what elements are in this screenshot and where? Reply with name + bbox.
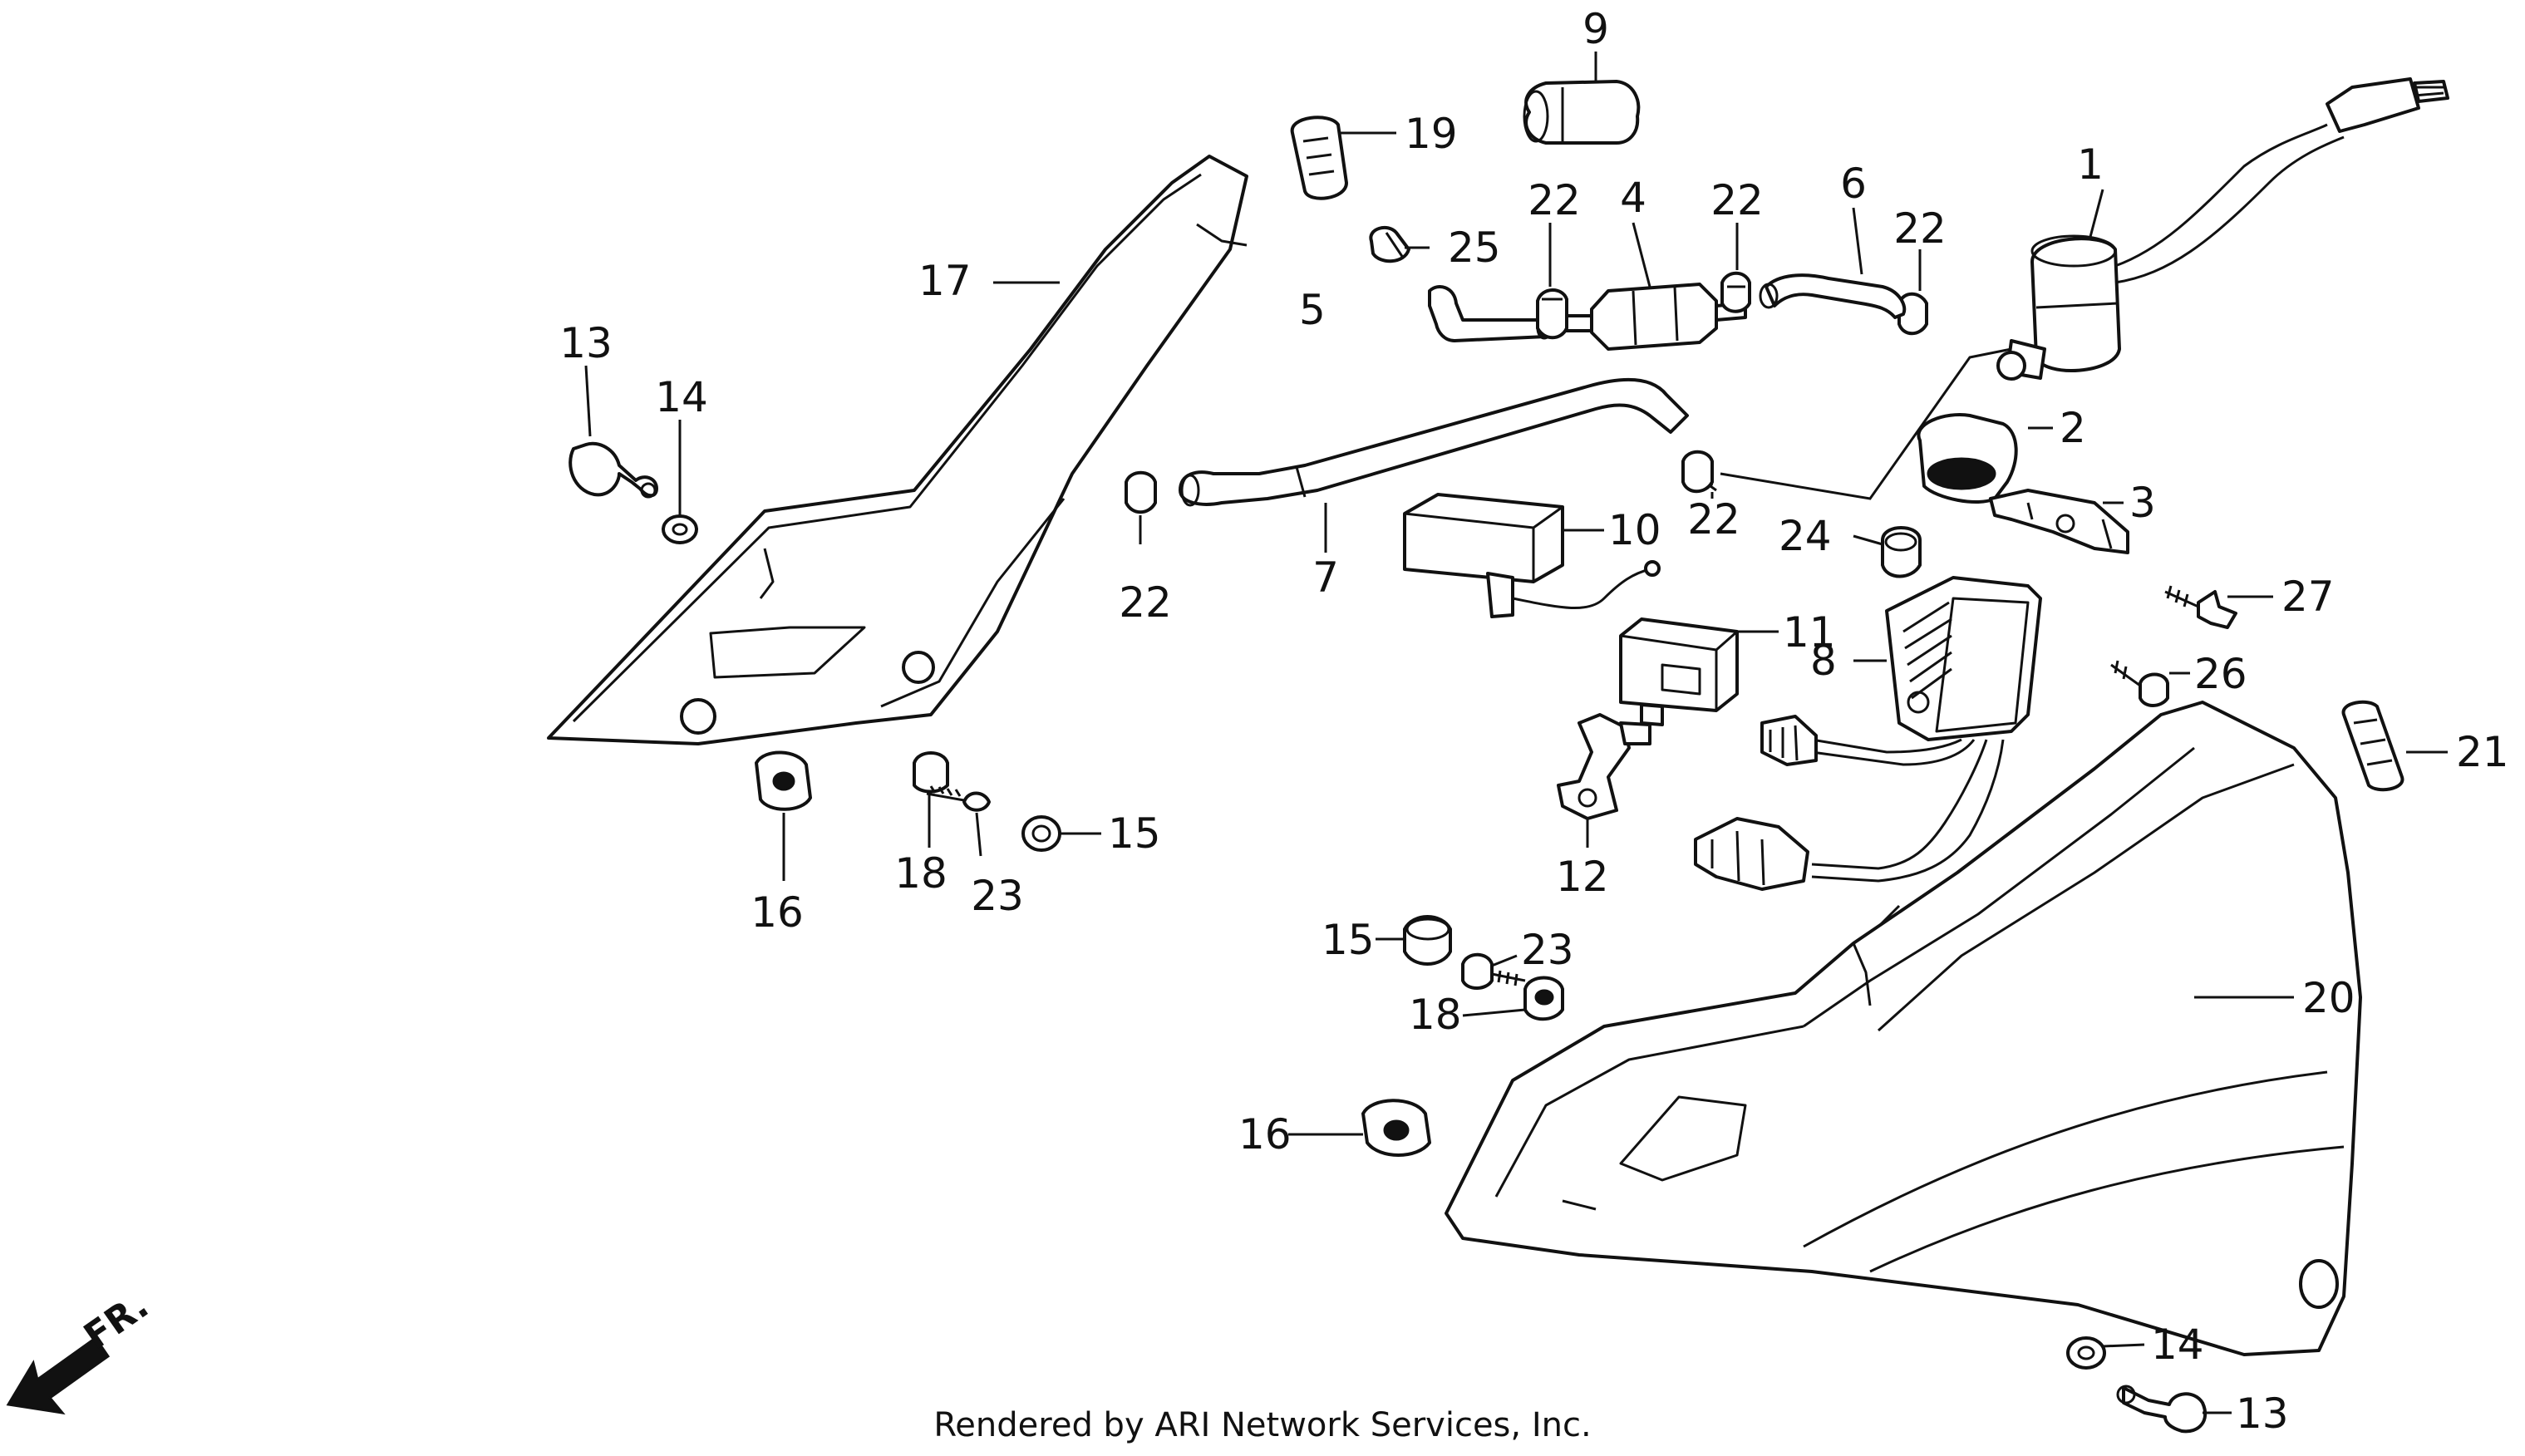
callout-26: 26 xyxy=(2194,650,2247,698)
part-2-cap[interactable] xyxy=(1917,413,2018,504)
callout-18-mid: 18 xyxy=(1409,991,1462,1039)
callout-14-right: 14 xyxy=(2151,1321,2204,1369)
part-22-clamp-a[interactable] xyxy=(1536,288,1568,340)
part-3-bracket[interactable] xyxy=(1989,489,2129,554)
part-7-long-hose[interactable] xyxy=(1179,377,1689,507)
part-19-pad[interactable] xyxy=(1290,116,1348,200)
callout-15-left: 15 xyxy=(1108,809,1161,858)
callout-labels: 1 2 3 4 5 6 7 8 9 10 11 12 13 13 14 14 1… xyxy=(559,5,2508,1438)
part-13-bolt-right[interactable] xyxy=(2116,1385,2208,1434)
part-22-clamp-e[interactable] xyxy=(1125,470,1157,514)
part-4-fuel-filter[interactable] xyxy=(1561,283,1747,351)
callout-19: 19 xyxy=(1405,110,1458,158)
callout-3: 3 xyxy=(2129,479,2156,527)
callout-20: 20 xyxy=(2302,974,2355,1022)
part-22-clamp-b[interactable] xyxy=(1720,271,1751,313)
callout-11: 11 xyxy=(1783,608,1836,657)
callout-22-e: 22 xyxy=(1119,578,1172,627)
callout-6: 6 xyxy=(1840,160,1867,208)
part-27-bolt[interactable] xyxy=(2164,585,2237,629)
part-24-nut[interactable] xyxy=(1881,526,1922,578)
part-20-right-side-cover[interactable] xyxy=(1445,701,2362,1356)
callout-17: 17 xyxy=(918,257,972,305)
part-22-clamp-d[interactable] xyxy=(1681,450,1714,494)
front-arrow-icon xyxy=(6,1335,111,1415)
callout-1: 1 xyxy=(2077,140,2104,189)
callout-23-left: 23 xyxy=(971,872,1024,920)
part-18-clip-left[interactable] xyxy=(913,751,949,794)
callout-22-a: 22 xyxy=(1528,176,1581,224)
part-1-fuel-pump[interactable] xyxy=(1996,77,2449,381)
part-16-grommet-left[interactable] xyxy=(755,750,812,811)
callout-21: 21 xyxy=(2456,728,2509,776)
callout-4: 4 xyxy=(1620,174,1646,222)
callout-7: 7 xyxy=(1312,553,1339,602)
part-9-boot[interactable] xyxy=(1523,80,1641,145)
part-26-bolt[interactable] xyxy=(2110,660,2169,707)
part-5-hose[interactable] xyxy=(1428,285,1553,342)
part-23-screw-left[interactable] xyxy=(926,785,991,812)
part-25-clip[interactable] xyxy=(1369,225,1410,263)
part-21-pad[interactable] xyxy=(2341,700,2404,792)
part-14-washer-right[interactable] xyxy=(2066,1336,2106,1370)
part-14-washer-left[interactable] xyxy=(662,514,698,544)
callout-23-mid: 23 xyxy=(1521,926,1574,974)
front-direction-indicator: FR. xyxy=(6,1285,156,1415)
leader-lines xyxy=(584,52,2448,1414)
callout-8: 8 xyxy=(1810,637,1837,685)
callout-16-mid: 16 xyxy=(1238,1110,1292,1158)
callout-22-c: 22 xyxy=(1893,204,1947,253)
part-15-grommet-left[interactable] xyxy=(1021,815,1061,852)
part-22-clamp-c[interactable] xyxy=(1897,292,1928,336)
part-17-left-side-cover[interactable] xyxy=(547,155,1248,745)
callout-25: 25 xyxy=(1448,224,1501,272)
callout-14-left: 14 xyxy=(655,373,708,421)
part-13-bolt-left[interactable] xyxy=(568,441,658,499)
callout-13-right: 13 xyxy=(2236,1390,2289,1438)
callout-10: 10 xyxy=(1608,506,1661,554)
part-23-screw-mid[interactable] xyxy=(1461,952,1526,990)
callout-2: 2 xyxy=(2060,404,2086,452)
part-8-regulator[interactable] xyxy=(1694,576,2042,891)
callout-18-left: 18 xyxy=(894,849,947,898)
part-12-bracket[interactable] xyxy=(1557,713,1651,820)
callout-16-left: 16 xyxy=(751,888,804,937)
part-18-clip-mid[interactable] xyxy=(1523,976,1564,1021)
callout-27: 27 xyxy=(2281,573,2335,621)
part-10-module[interactable] xyxy=(1403,493,1661,618)
callout-5: 5 xyxy=(1299,286,1326,334)
credit-text: Rendered by ARI Network Services, Inc. xyxy=(933,1406,1591,1444)
part-15-grommet-mid[interactable] xyxy=(1403,915,1452,966)
callout-22-b: 22 xyxy=(1710,176,1764,224)
callout-24: 24 xyxy=(1779,512,1832,560)
part-6-hose[interactable] xyxy=(1759,273,1907,319)
callout-22-d: 22 xyxy=(1687,495,1740,544)
part-16-grommet-mid[interactable] xyxy=(1361,1099,1431,1157)
part-11-relay[interactable] xyxy=(1619,617,1739,726)
callout-13-left: 13 xyxy=(559,319,613,367)
callout-9: 9 xyxy=(1582,5,1609,53)
callout-12: 12 xyxy=(1556,853,1609,901)
callout-15-mid: 15 xyxy=(1322,916,1375,964)
